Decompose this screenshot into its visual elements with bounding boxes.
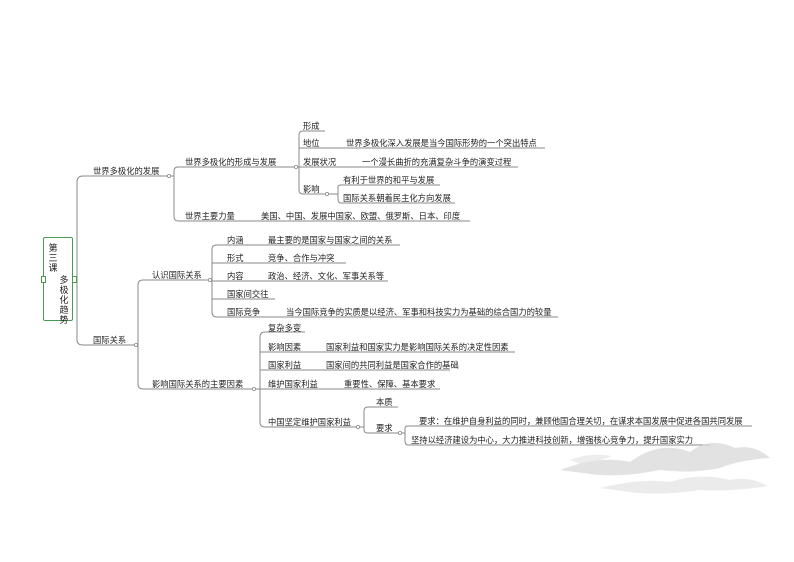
node-major-powers-detail[interactable]: 美国、中国、发展中国家、欧盟、俄罗斯、日本、印度 xyxy=(261,211,461,221)
node-status[interactable]: 地位 xyxy=(303,138,320,148)
node-china-safeguard[interactable]: 中国坚定维护国家利益 xyxy=(268,417,351,427)
root-title: 多极化趋势 xyxy=(59,276,69,326)
node-multipolar-development[interactable]: 世界多极化的发展 xyxy=(93,166,160,176)
node-national-interest[interactable]: 国家利益 xyxy=(268,360,302,370)
node-impact-democratization[interactable]: 国际关系朝着民主化方向发展 xyxy=(343,193,451,203)
lesson-number: 第三课 xyxy=(48,244,58,274)
node-impact-peace[interactable]: 有利于世界的和平与发展 xyxy=(343,175,435,185)
node-safeguard-detail[interactable]: 重要性、保障、基本要求 xyxy=(344,379,436,389)
node-influencing-detail[interactable]: 国家利益和国家实力是影响国际关系的决定性因素 xyxy=(326,342,509,352)
node-requirement-detail-1[interactable]: 要求：在维护自身利益的同时，兼顾他国合理关切，在谋求本国发展中促进各国共同发展 xyxy=(419,416,743,426)
node-status-detail[interactable]: 世界多极化深入发展是当今国际形势的一个突出特点 xyxy=(346,138,537,148)
node-development-state[interactable]: 发展状况 xyxy=(303,157,337,167)
left-handle[interactable] xyxy=(41,276,46,283)
node-international-relations[interactable]: 国际关系 xyxy=(93,335,127,345)
node-complex-changeable[interactable]: 复杂多变 xyxy=(268,323,302,333)
mountain-watermark xyxy=(560,442,770,494)
node-formation-and-development[interactable]: 世界多极化的形成与发展 xyxy=(185,157,277,167)
node-safeguard-interest[interactable]: 维护国家利益 xyxy=(268,379,318,389)
node-international-competition[interactable]: 国际竞争 xyxy=(227,307,261,317)
node-competition-detail[interactable]: 当今国际竞争的实质是以经济、军事和科技实力为基础的综合国力的较量 xyxy=(286,307,552,317)
node-forms-detail[interactable]: 竞争、合作与冲突 xyxy=(268,253,335,263)
node-state-exchanges[interactable]: 国家间交往 xyxy=(227,289,269,299)
node-content[interactable]: 内容 xyxy=(227,271,244,281)
node-understand-relations[interactable]: 认识国际关系 xyxy=(152,270,202,280)
root-node[interactable]: 第三课 多极化趋势 xyxy=(43,237,73,326)
right-handle[interactable] xyxy=(72,276,77,283)
node-connotation-detail[interactable]: 最主要的是国家与国家之间的关系 xyxy=(268,235,393,245)
node-connotation[interactable]: 内涵 xyxy=(227,235,244,245)
node-national-interest-detail[interactable]: 国家间的共同利益是国家合作的基础 xyxy=(326,360,459,370)
node-requirement-detail-2[interactable]: 坚持以经济建设为中心，大力推进科技创新，增强核心竞争力，提升国家实力 xyxy=(411,435,694,445)
node-development-detail[interactable]: 一个漫长曲折的充满复杂斗争的演变过程 xyxy=(362,157,512,167)
node-content-detail[interactable]: 政治、经济、文化、军事关系等 xyxy=(268,271,385,281)
node-impact[interactable]: 影响 xyxy=(303,184,320,194)
node-essence[interactable]: 本质 xyxy=(376,397,393,407)
node-requirement[interactable]: 要求 xyxy=(376,423,393,433)
node-formation[interactable]: 形成 xyxy=(303,121,320,131)
node-major-powers[interactable]: 世界主要力量 xyxy=(185,211,235,221)
node-main-factors[interactable]: 影响国际关系的主要因素 xyxy=(152,379,244,389)
node-influencing-factors[interactable]: 影响因素 xyxy=(268,342,302,352)
node-forms[interactable]: 形式 xyxy=(227,253,244,263)
